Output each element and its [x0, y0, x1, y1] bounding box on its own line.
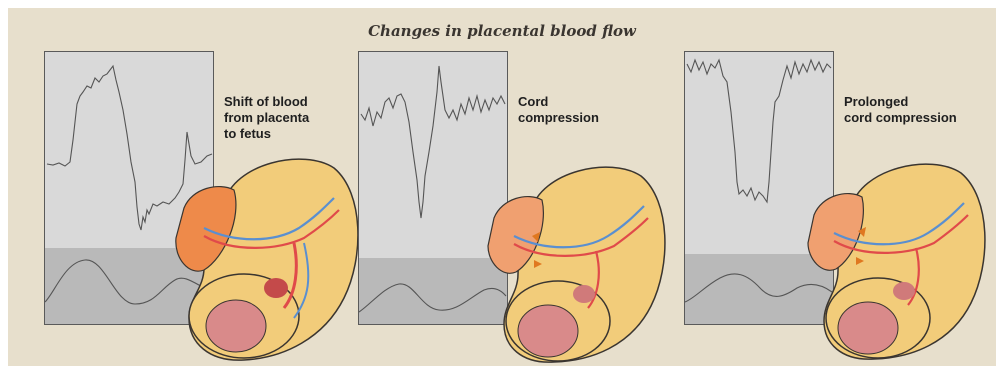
panel-1-label: Shift of blood from placenta to fetus — [224, 94, 309, 142]
fetus-in-uterus-icon — [476, 156, 676, 366]
panel-cord-compression: Cord compression — [358, 8, 688, 366]
panel-3-label: Prolonged cord compression — [844, 94, 957, 126]
panel-shift-of-blood: Shift of blood from placenta to fetus — [44, 8, 374, 366]
fetus-in-uterus-icon — [796, 153, 996, 365]
panel-2-label: Cord compression — [518, 94, 599, 126]
figure: Changes in placental blood flow Shift of… — [8, 8, 996, 366]
panel-prolonged-cord-compression: Prolonged cord compression — [684, 8, 996, 366]
fetus-in-uterus-icon — [164, 148, 364, 366]
